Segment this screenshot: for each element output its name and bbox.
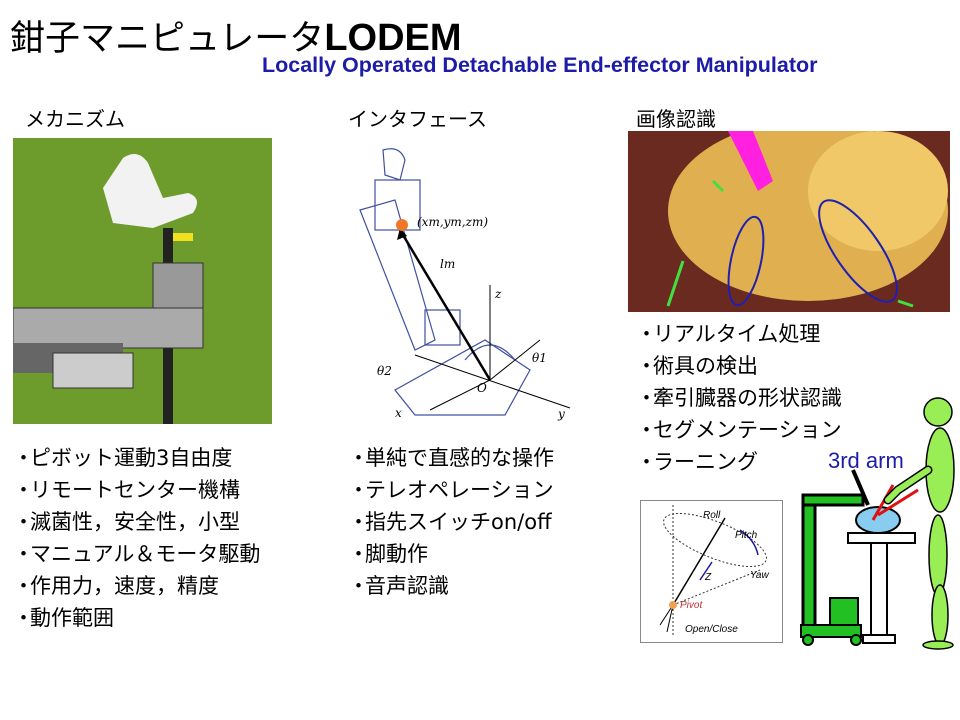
list-item: マニュアル＆モータ駆動: [13, 538, 260, 570]
list-item: リモートセンター機構: [13, 474, 260, 506]
third-arm-label: 3rd arm: [828, 448, 904, 473]
list-item: 動作範囲: [13, 602, 260, 634]
yaw-label: Yaw: [750, 570, 769, 581]
z-axis-label: Z: [704, 572, 712, 583]
y-label: y: [557, 407, 565, 421]
list-item: ラーニング: [636, 446, 842, 478]
subtitle: Locally Operated Detachable End-effector…: [262, 53, 818, 77]
list-item: 単純で直感的な操作: [348, 442, 554, 474]
list-item: 滅菌性，安全性，小型: [13, 506, 260, 538]
list-item: ピボット運動3自由度: [13, 442, 260, 474]
title-bold: LODEM: [324, 17, 462, 59]
pivot-label: Pivot: [680, 600, 703, 611]
list-item: 指先スイッチon/off: [348, 506, 554, 538]
recognition-list: リアルタイム処理 術具の検出 牽引臓器の形状認識 セグメンテーション ラーニング: [636, 318, 842, 478]
mechanism-list: ピボット運動3自由度 リモートセンター機構 滅菌性，安全性，小型 マニュアル＆モ…: [13, 442, 260, 634]
manipulator-photo: [13, 138, 272, 424]
roll-label: Roll: [703, 510, 721, 521]
x-label: x: [395, 406, 402, 420]
list-item: 作用力，速度，精度: [13, 570, 260, 602]
endoscope-image: [628, 131, 950, 312]
heading-recognition: 画像認識: [636, 107, 716, 131]
heading-interface: インタフェース: [348, 107, 487, 131]
list-item: セグメンテーション: [636, 414, 842, 446]
interface-list: 単純で直感的な操作 テレオペレーション 指先スイッチon/off 脚動作 音声認…: [348, 442, 554, 602]
length-label: lm: [440, 257, 455, 271]
pivot-diagram: Roll Pitch Yaw Z Pivot Open/Close: [640, 500, 783, 643]
title-main: 鉗子マニピュレータ: [10, 19, 325, 59]
list-item: 音声認識: [348, 570, 554, 602]
list-item: 牽引臓器の形状認識: [636, 382, 842, 414]
list-item: 脚動作: [348, 538, 554, 570]
theta1-label: θ1: [532, 351, 547, 365]
list-item: テレオペレーション: [348, 474, 554, 506]
interface-diagram: (xm,ym,zm) lm z x y O θ1 θ2: [359, 148, 571, 421]
z-label: z: [494, 287, 502, 301]
origin-label: O: [477, 381, 487, 395]
list-item: 術具の検出: [636, 350, 842, 382]
point-label: (xm,ym,zm): [417, 215, 488, 229]
third-arm-illustration: [800, 397, 955, 650]
heading-mechanism: メカニズム: [25, 107, 125, 131]
pitch-label: Pitch: [735, 530, 758, 541]
slide-title: 鉗子マニピュレータLODEM: [10, 10, 462, 61]
open-close-label: Open/Close: [685, 624, 738, 635]
list-item: リアルタイム処理: [636, 318, 842, 350]
theta2-label: θ2: [377, 364, 392, 378]
